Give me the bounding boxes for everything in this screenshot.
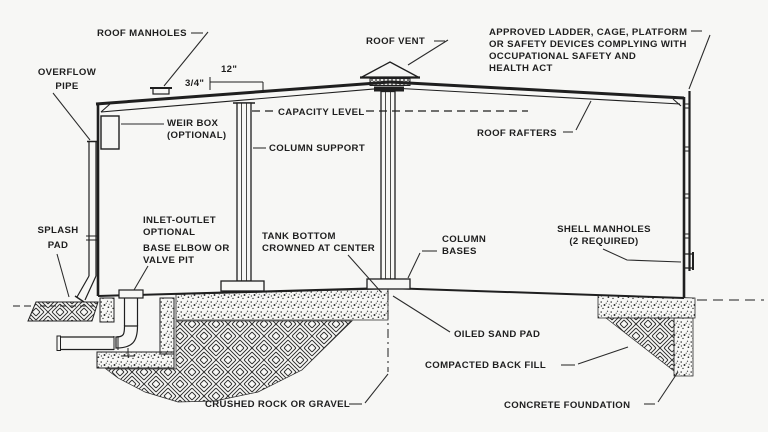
- label-tank-bottom-1: TANK BOTTOM: [262, 231, 336, 242]
- roof-plate-right: [389, 80, 685, 100]
- rafter-line-left: [100, 87, 387, 113]
- label-overflow-pipe-1: OVERFLOW: [38, 67, 97, 78]
- leader-base-elbow: [133, 265, 149, 291]
- label-column-bases-2: BASES: [442, 246, 477, 257]
- label-safety-1: APPROVED LADDER, CAGE, PLATFORM: [489, 27, 687, 38]
- label-inlet-outlet-2: OPTIONAL: [143, 227, 195, 238]
- column-base-left: [220, 280, 265, 292]
- label-base-elbow-1: BASE ELBOW OR: [143, 243, 230, 254]
- roof-manhole: [150, 87, 172, 95]
- label-base-elbow-2: VALVE PIT: [143, 255, 194, 266]
- shell-manhole: [684, 252, 694, 270]
- label-roof-vent: ROOF VENT: [366, 36, 425, 47]
- column-support-left: [220, 102, 265, 292]
- label-crushed-rock: CRUSHED ROCK OR GRAVEL: [205, 399, 350, 410]
- leader-tank-bottom: [347, 254, 382, 293]
- dimension-marks: [209, 77, 264, 93]
- overflow-pipe: [74, 140, 99, 303]
- leader-lines: [52, 30, 711, 405]
- splash-pad: [13, 301, 99, 322]
- label-safety-4: HEALTH ACT: [489, 63, 553, 74]
- label-dim-spacing: 12": [221, 64, 237, 75]
- column-support-center: [366, 90, 411, 290]
- leader-overflow-pipe: [52, 92, 91, 141]
- label-compacted-back-fill: COMPACTED BACK FILL: [425, 360, 546, 371]
- rafter-line-right: [391, 87, 681, 105]
- weir-box: [100, 115, 120, 150]
- roof-vent: [360, 61, 420, 92]
- leader-shell-manholes: [602, 248, 682, 263]
- crushed-rock-layer: [104, 320, 353, 403]
- label-weir-box-1: WEIR BOX: [167, 118, 219, 129]
- label-shell-manholes-2: (2 REQUIRED): [569, 236, 638, 247]
- label-oiled-sand-pad: OILED SAND PAD: [454, 329, 540, 340]
- label-inlet-outlet-1: INLET-OUTLET: [143, 215, 216, 226]
- leader-oiled-sand-pad: [392, 295, 451, 333]
- label-weir-box-2: (OPTIONAL): [167, 130, 226, 141]
- backfill-layer: [604, 317, 675, 372]
- label-column-support: COLUMN SUPPORT: [269, 143, 365, 154]
- label-shell-manholes-1: SHELL MANHOLES: [557, 224, 651, 235]
- column-base-center: [366, 278, 411, 290]
- label-concrete-foundation: CONCRETE FOUNDATION: [504, 400, 630, 411]
- label-safety-2: OR SAFETY DEVICES COMPLYING WITH: [489, 39, 687, 50]
- label-safety-3: OCCUPATIONAL SAFETY AND: [489, 51, 636, 62]
- label-tank-bottom-2: CROWNED AT CENTER: [262, 243, 375, 254]
- label-capacity-level: CAPACITY LEVEL: [278, 107, 365, 118]
- valve-pit: [96, 297, 175, 369]
- ladder: [684, 91, 691, 271]
- label-roof-rafters: ROOF RAFTERS: [477, 128, 557, 139]
- label-splash-pad-1: SPLASH: [37, 225, 78, 236]
- label-column-bases-1: COLUMN: [442, 234, 486, 245]
- leader-splash-pad: [56, 253, 70, 298]
- label-splash-pad-2: PAD: [48, 240, 69, 251]
- label-overflow-pipe-2: PIPE: [55, 81, 79, 92]
- label-roof-manholes: ROOF MANHOLES: [97, 28, 187, 39]
- roof-plate-left: [95, 80, 391, 106]
- concrete-foundation-strip: [597, 294, 696, 377]
- label-dim-roof-plate: 3/4": [185, 78, 204, 89]
- inlet-outlet-piping: [56, 289, 144, 357]
